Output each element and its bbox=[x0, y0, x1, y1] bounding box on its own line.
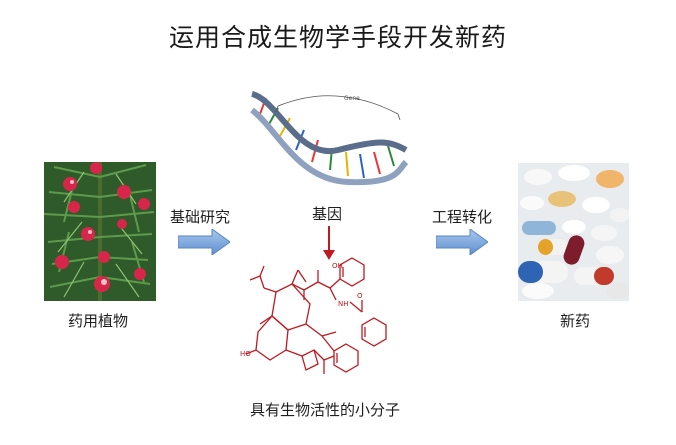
atom-o: O bbox=[357, 292, 363, 300]
atom-nh: NH bbox=[338, 300, 349, 308]
gene-label: 基因 bbox=[312, 205, 343, 223]
engineering-label: 工程转化 bbox=[432, 208, 493, 226]
new-drug-label: 新药 bbox=[560, 312, 591, 330]
page-title: 运用合成生物学手段开发新药 bbox=[168, 23, 507, 52]
pills-photo bbox=[518, 163, 629, 301]
atom-oh: OH bbox=[332, 262, 343, 270]
right-arrow-icon bbox=[178, 229, 230, 255]
molecule-structure-icon: OH NH HO O bbox=[240, 257, 387, 374]
atom-ho: HO bbox=[240, 350, 251, 358]
medicinal-plant-label: 药用植物 bbox=[68, 312, 129, 330]
down-arrow-icon bbox=[323, 226, 335, 260]
gene-annotation: Gene bbox=[344, 95, 360, 102]
molecule-label: 具有生物活性的小分子 bbox=[250, 401, 401, 419]
right-arrow-icon bbox=[436, 229, 488, 255]
dna-helix-icon: Gene bbox=[250, 91, 408, 186]
plant-photo bbox=[44, 162, 156, 301]
basic-research-label: 基础研究 bbox=[170, 208, 231, 226]
